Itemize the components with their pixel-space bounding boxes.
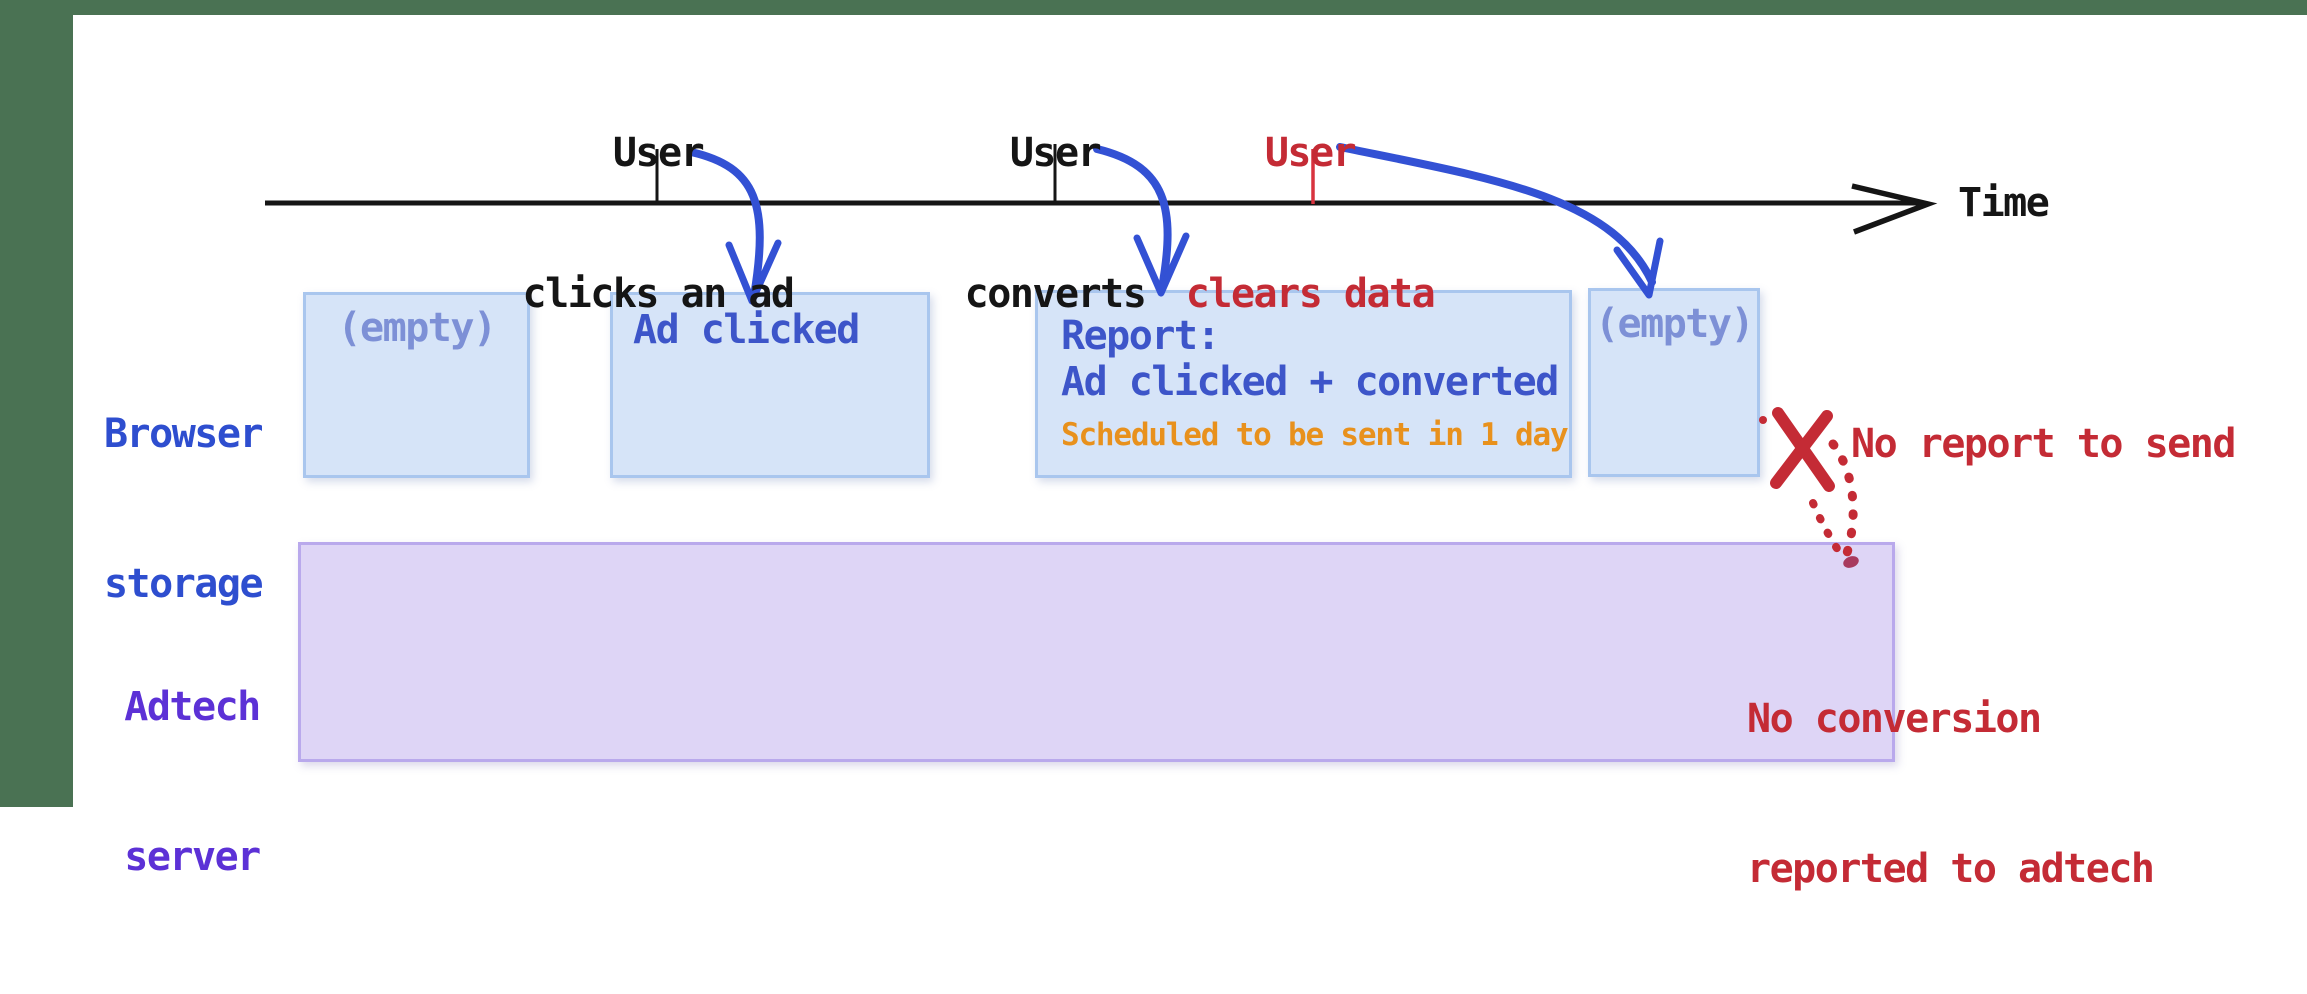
timeline-axis	[265, 183, 1938, 235]
storage-box-empty-label: (empty)	[337, 305, 497, 351]
arrow-clear-to-empty-icon	[1336, 143, 1664, 299]
timeline-arrowhead-icon	[1851, 183, 1938, 235]
storage-box-report: Report: Ad clicked + converted Scheduled…	[1035, 290, 1572, 478]
storage-box-ad-clicked: Ad clicked	[610, 292, 930, 478]
sketch-dot	[1759, 416, 1767, 424]
storage-box-empty-before-click: (empty)	[303, 292, 530, 478]
x-mark-icon	[1770, 407, 1835, 492]
frame-left-bar	[0, 0, 73, 807]
report-line2: Ad clicked + converted	[1061, 359, 1559, 405]
report-schedule-note: Scheduled to be sent in 1 day	[1061, 417, 1569, 453]
diagram-drawing-layer	[265, 143, 1938, 568]
arrow-convert-to-report-icon	[1093, 145, 1190, 297]
report-line1: Report:	[1061, 313, 1221, 359]
adtech-server-box	[298, 542, 1895, 762]
dotted-path-end-dot	[1843, 556, 1859, 568]
storage-box-empty-label-2: (empty)	[1594, 301, 1755, 347]
ad-clicked-label: Ad clicked	[633, 307, 860, 353]
storage-box-empty-after-clear: (empty)	[1588, 288, 1760, 477]
attribution-timeline-diagram: (empty) Ad clicked Report: Ad clicked + …	[0, 0, 2307, 892]
frame-top-bar	[0, 0, 2307, 15]
arrow-click-to-storage-icon	[687, 148, 782, 305]
dotted-failed-send-path-icon	[1809, 439, 1858, 558]
